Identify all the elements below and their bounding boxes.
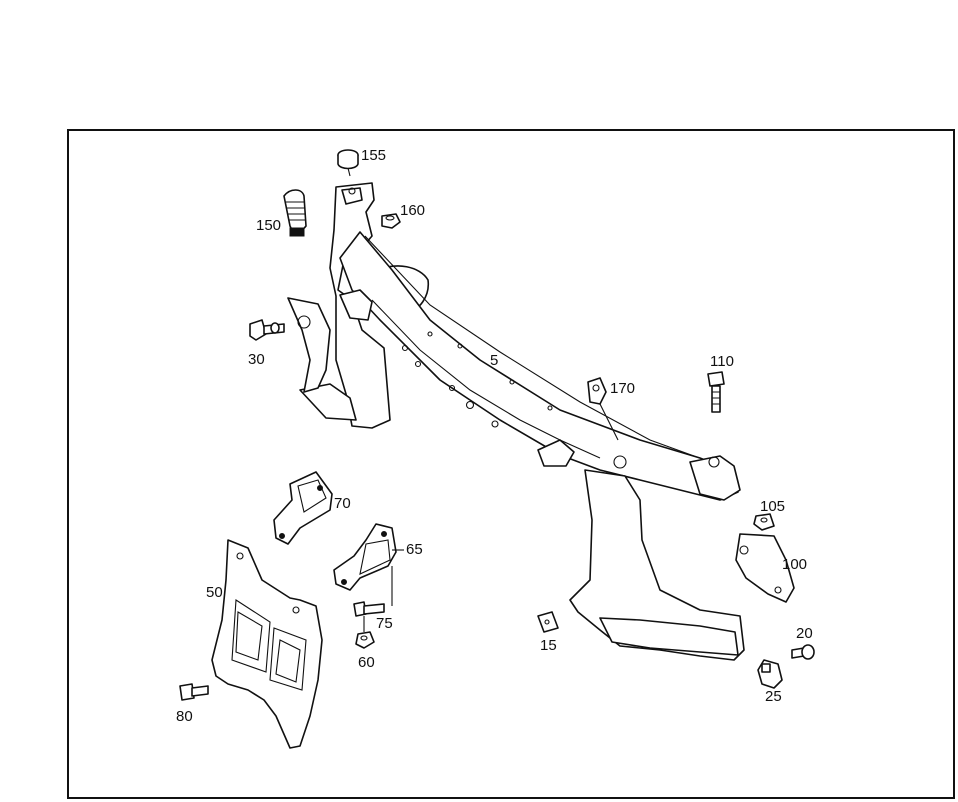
callout-160: 160 [400, 202, 425, 219]
callout-25: 25 [765, 688, 782, 705]
part-80-bolt [179, 683, 209, 701]
callout-100: 100 [782, 556, 807, 573]
callout-170: 170 [610, 380, 635, 397]
part-160-nut [381, 213, 401, 229]
part-65-bracket [333, 523, 404, 591]
part-100-bracket [735, 533, 795, 603]
part-110-bolt [707, 371, 725, 413]
callout-80: 80 [176, 708, 193, 725]
callout-labels: 155 160 150 30 5 170 110 70 65 105 100 5… [176, 147, 813, 725]
part-75-bolt [353, 566, 393, 617]
callout-65: 65 [406, 541, 423, 558]
part-25-holder [757, 659, 783, 689]
callout-5: 5 [490, 352, 498, 369]
callout-50: 50 [206, 584, 223, 601]
callout-155: 155 [361, 147, 386, 164]
callout-15: 15 [540, 637, 557, 654]
part-20-bolt [791, 644, 815, 660]
part-60-nut [355, 616, 375, 649]
part-170-clip [587, 377, 619, 441]
diagram-frame [67, 129, 955, 799]
part-155-buffer [337, 149, 359, 177]
callout-60: 60 [358, 654, 375, 671]
part-30-bolt [249, 319, 285, 341]
callout-150: 150 [256, 217, 281, 234]
callout-105: 105 [760, 498, 785, 515]
part-5-cross-member [287, 182, 745, 661]
part-15-clip [537, 611, 559, 633]
callout-20: 20 [796, 625, 813, 642]
part-105-nut [753, 513, 775, 531]
part-70-bracket [273, 471, 333, 545]
callout-30: 30 [248, 351, 265, 368]
callout-75: 75 [376, 615, 393, 632]
part-150-sleeve [283, 189, 307, 237]
part-50-plate [211, 539, 323, 749]
callout-110: 110 [710, 353, 734, 370]
callout-70: 70 [334, 495, 351, 512]
